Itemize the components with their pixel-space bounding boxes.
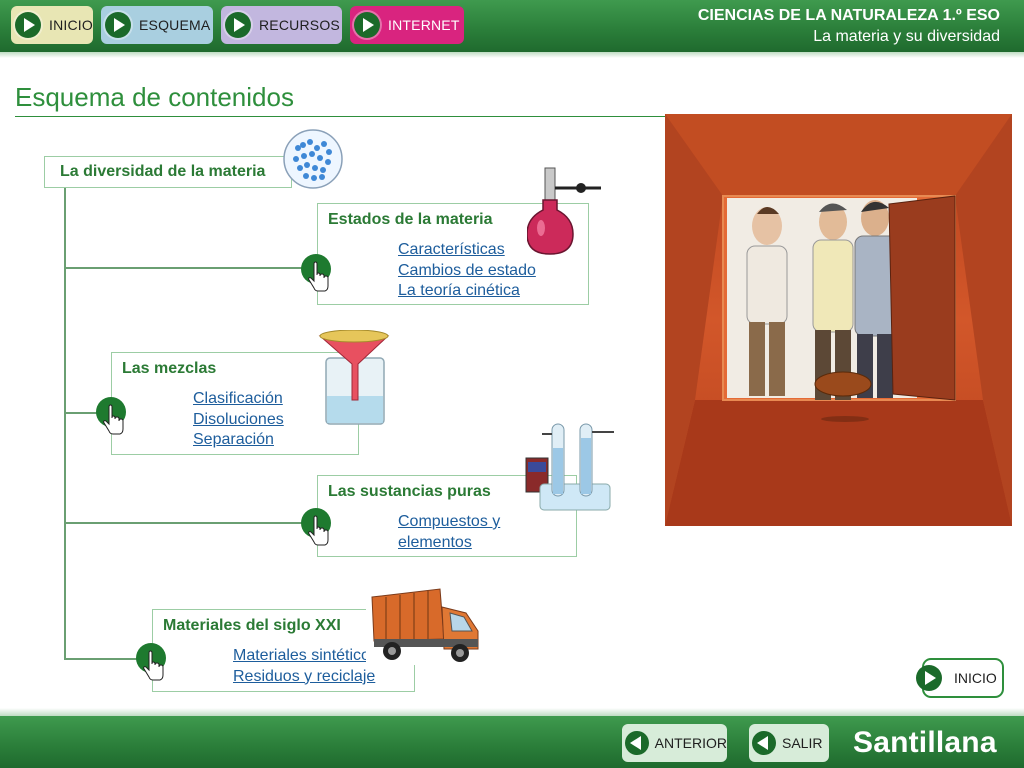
home-inicio-button[interactable]: INICIO (916, 658, 1004, 698)
molecules-sphere-icon (283, 129, 343, 189)
materiales-links: Materiales sintéticos Residuos y recicla… (233, 646, 378, 687)
link-teoria-cinetica[interactable]: La teoría cinética (398, 282, 520, 299)
nav-recursos-label: RECURSOS (259, 17, 340, 33)
link-caracteristicas[interactable]: Características (398, 241, 505, 258)
play-icon (225, 12, 251, 38)
anterior-button[interactable]: ANTERIOR (622, 724, 727, 762)
bottom-bar (0, 716, 1024, 768)
link-compuestos[interactable]: Compuestos y (398, 513, 501, 530)
salir-button[interactable]: SALIR (749, 724, 829, 762)
mezclas-box (111, 352, 359, 455)
salir-label: SALIR (782, 735, 823, 751)
hand-pointer-icon[interactable] (96, 397, 128, 439)
link-materiales-sinteticos[interactable]: Materiales sintéticos (233, 647, 378, 664)
nav-esquema-label: ESQUEMA (139, 17, 211, 33)
course-subtitle: La materia y su diversidad (813, 28, 1000, 45)
play-icon (354, 12, 380, 38)
back-arrow-icon (625, 731, 649, 755)
estados-links: Características Cambios de estado La teo… (398, 240, 536, 302)
sustancias-links: Compuestos y elementos (398, 512, 500, 553)
course-title: CIENCIAS DE LA NATURALEZA 1.º ESO (697, 7, 1000, 24)
tree-trunk-line (64, 188, 66, 660)
mezclas-heading: Las mezclas (122, 360, 217, 377)
branch-line-materiales (64, 658, 140, 660)
link-clasificacion[interactable]: Clasificación (193, 390, 283, 407)
hand-pointer-icon[interactable] (136, 643, 168, 685)
link-elementos[interactable]: elementos (398, 533, 472, 551)
illustration-scientists-scene (665, 114, 1012, 526)
back-arrow-icon (752, 731, 776, 755)
root-heading: La diversidad de la materia (60, 163, 266, 180)
anterior-label: ANTERIOR (654, 735, 727, 751)
root-box (44, 156, 292, 188)
home-inicio-label: INICIO (954, 670, 997, 686)
nav-internet-button[interactable]: INTERNET (350, 6, 464, 44)
title-divider (15, 116, 665, 117)
sustancias-heading: Las sustancias puras (328, 483, 491, 500)
link-separacion[interactable]: Separación (193, 431, 274, 448)
garbage-truck-icon (366, 583, 484, 665)
branch-line-estados (64, 267, 304, 269)
funnel-beaker-icon (318, 330, 390, 425)
hand-pointer-icon[interactable] (301, 254, 333, 296)
flask-icon (527, 167, 601, 255)
play-icon (105, 12, 131, 38)
nav-inicio-button[interactable]: INICIO (11, 6, 93, 44)
branch-line-mezclas (64, 412, 100, 414)
play-icon (15, 12, 41, 38)
mezclas-links: Clasificación Disoluciones Separación (193, 389, 284, 451)
page-title: Esquema de contenidos (15, 82, 294, 112)
bottom-bar-shadow (0, 708, 1024, 716)
link-disoluciones[interactable]: Disoluciones (193, 410, 284, 428)
scene-drawing (665, 114, 1012, 526)
materiales-heading: Materiales del siglo XXI (163, 617, 341, 634)
santillana-logo: Santillana (853, 726, 997, 759)
hand-pointer-icon[interactable] (301, 508, 333, 550)
nav-internet-label: INTERNET (388, 17, 460, 33)
estados-heading: Estados de la materia (328, 211, 493, 228)
play-icon (916, 665, 942, 691)
branch-line-sustancias (64, 522, 304, 524)
top-bar-shadow (0, 52, 1024, 58)
nav-inicio-label: INICIO (49, 17, 93, 33)
nav-recursos-button[interactable]: RECURSOS (221, 6, 342, 44)
electrolysis-icon (525, 423, 614, 511)
link-cambios-de-estado[interactable]: Cambios de estado (398, 261, 536, 279)
nav-esquema-button[interactable]: ESQUEMA (101, 6, 213, 44)
link-residuos-reciclaje[interactable]: Residuos y reciclaje (233, 667, 376, 685)
